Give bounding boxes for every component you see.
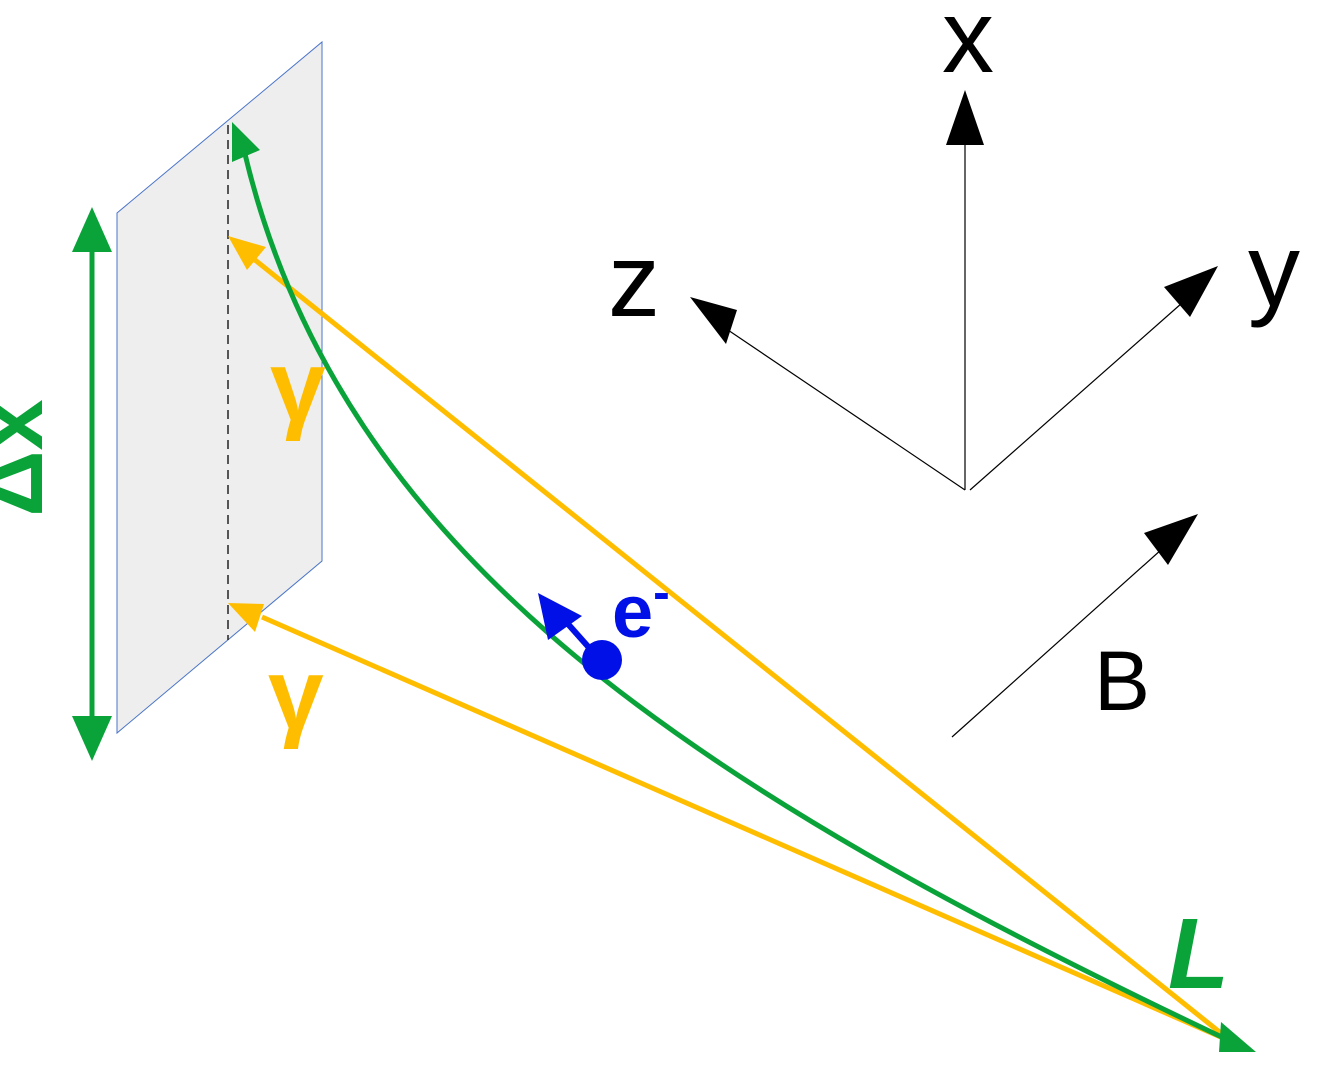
y-axis-line bbox=[969, 302, 1183, 491]
detector-plane bbox=[116, 40, 323, 735]
trajectory-end-arrowhead bbox=[232, 122, 260, 162]
z-axis-label: z bbox=[608, 223, 660, 339]
photon-ray-upper bbox=[228, 236, 1234, 1044]
y-axis-label: y bbox=[1248, 213, 1300, 329]
magnetic-field-label: B bbox=[1094, 634, 1150, 728]
path-length-label: L bbox=[1168, 898, 1229, 1010]
electron-trajectory bbox=[232, 122, 1256, 1052]
photon-upper-label: γ bbox=[270, 330, 326, 442]
detector-height-arrow bbox=[72, 207, 112, 761]
z-axis-arrowhead bbox=[690, 297, 737, 344]
electron bbox=[538, 593, 622, 680]
electron-motion-arrowhead bbox=[538, 593, 582, 640]
magnetic-field-vector bbox=[951, 514, 1198, 738]
y-axis-arrowhead bbox=[1164, 266, 1218, 317]
photon-lower-label: γ bbox=[268, 638, 324, 750]
detector-height-label: Δx bbox=[0, 399, 62, 516]
electron-particle bbox=[582, 640, 622, 680]
photon-ray-lower bbox=[228, 603, 1234, 1045]
x-axis-arrowhead bbox=[946, 90, 984, 145]
x-axis-label: x bbox=[942, 0, 994, 95]
coordinate-axes bbox=[690, 90, 1218, 491]
electron-label: e- bbox=[612, 564, 670, 653]
z-axis-line bbox=[724, 327, 966, 491]
trajectory-start-arrowhead bbox=[1219, 1022, 1256, 1052]
